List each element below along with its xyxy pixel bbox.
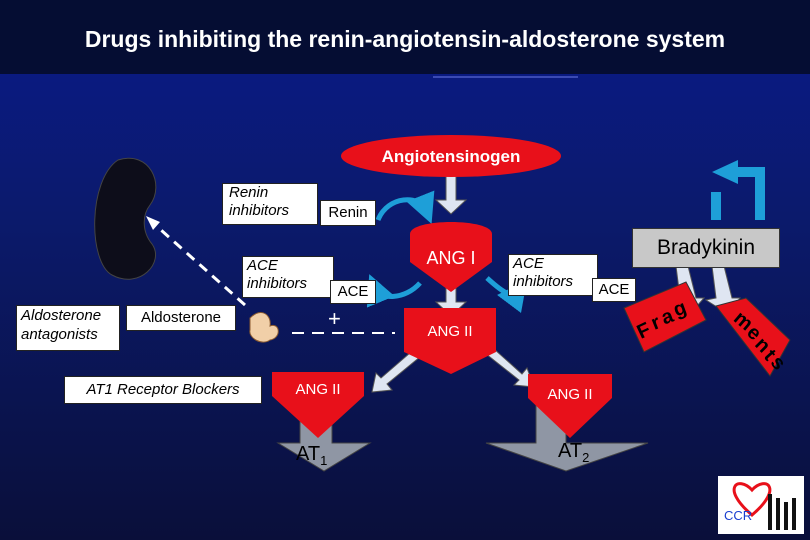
at1-main: AT: [296, 443, 321, 465]
at1-receptor-label: AT1: [296, 443, 327, 468]
angiotensinogen-label: Angiotensinogen: [381, 147, 521, 166]
ace-left-box: ACE: [330, 280, 376, 304]
at1-blockers-box: AT1 Receptor Blockers: [64, 376, 262, 404]
fragments-fan-left: [623, 281, 707, 353]
fragments-fan-right: [715, 297, 791, 377]
ang2-left-shape: [272, 372, 364, 438]
renin-inhibitor-dash: [151, 220, 246, 307]
ang2-left-label: ANG II: [295, 381, 341, 398]
at2-subscript: 2: [582, 450, 590, 465]
renin-inhibitors-box: Renin inhibitors: [222, 183, 318, 225]
at2-main: AT: [558, 440, 583, 462]
plus-sign: +: [328, 306, 341, 331]
adrenal-icon: [249, 312, 279, 343]
ace-inhibitors-right-line2: inhibitors: [513, 273, 574, 290]
bradykinin-box: Bradykinin: [632, 228, 780, 268]
kidney-icon: [94, 157, 157, 280]
title-bar: [0, 0, 810, 74]
aldosterone-antagonists-box: Aldosterone antagonists: [16, 305, 120, 351]
aldosterone-antagonists-line1: Aldosterone: [21, 307, 102, 324]
aldosterone-box: Aldosterone: [126, 305, 236, 331]
ang2-right-label: ANG II: [547, 386, 593, 403]
renin-inhibitors-line1: Renin: [229, 184, 269, 201]
aldosterone-antagonists-line2: antagonists: [21, 326, 98, 343]
bradykinin-cycle-arrow: [728, 167, 765, 220]
ace-left-cycle-arrow: [366, 274, 422, 308]
logo-bar-2: [776, 498, 780, 530]
ang1-label: ANG I: [426, 248, 476, 268]
dash-arrowhead: [146, 216, 160, 230]
angiotensinogen-oval: [341, 135, 561, 177]
title-rule: [433, 76, 578, 78]
ace-inhibitors-left-box: ACE inhibitors: [242, 256, 334, 298]
ace-inhibitors-left-line1: ACE: [247, 257, 278, 274]
ang1-shape: [410, 222, 492, 292]
logo-bar-4: [792, 498, 796, 530]
ace-inhibitors-right-box: ACE inhibitors: [508, 254, 598, 296]
renin-box: Renin: [320, 200, 376, 226]
ang2-center-label: ANG II: [427, 323, 473, 340]
arrow-angiotensinogen-to-ang1: [434, 171, 468, 215]
logo-bar-1: [768, 494, 772, 530]
logo-text: CCR: [724, 508, 753, 523]
renin-cycle-arrow: [375, 190, 435, 224]
ace-inhibitors-right-line1: ACE: [513, 255, 544, 272]
slide-title: Drugs inhibiting the renin-angiotensin-a…: [84, 26, 726, 52]
ace-inhibitors-left-line2: inhibitors: [247, 275, 308, 292]
renin-inhibitors-line2: inhibitors: [229, 202, 290, 219]
at2-receptor-label: AT2: [558, 440, 589, 465]
at1-subscript: 1: [320, 453, 328, 468]
bradykinin-cycle-head: [712, 160, 738, 184]
ace-right-box: ACE: [592, 278, 636, 302]
logo-bar-3: [784, 502, 788, 530]
ang2-center-shape: [404, 308, 496, 374]
ang2-right-shape: [528, 374, 612, 438]
